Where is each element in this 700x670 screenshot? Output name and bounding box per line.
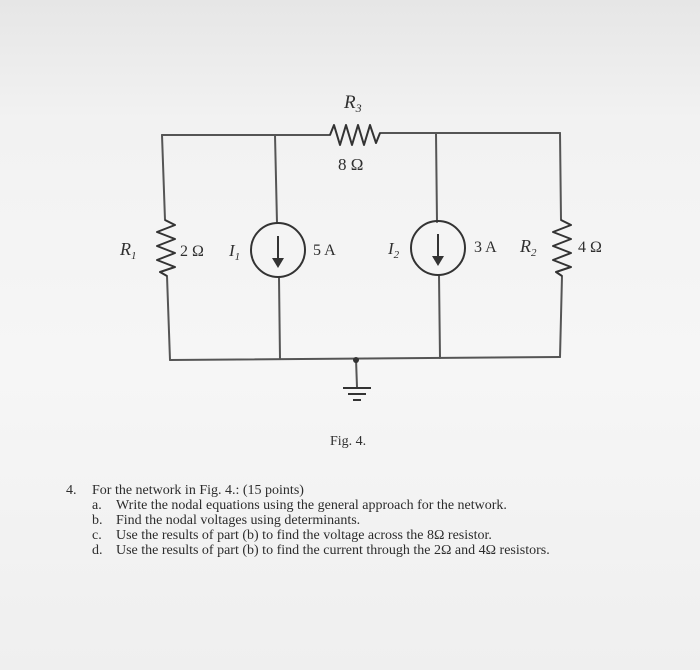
problem-part: d. Use the results of part (b) to find t…: [66, 543, 686, 558]
wire-i1-lower: [278, 277, 281, 360]
part-text: Write the nodal equations using the gene…: [116, 498, 507, 513]
i2-label: I2: [387, 239, 400, 261]
part-text: Use the results of part (b) to find the …: [116, 543, 550, 558]
wire-right-upper: [559, 132, 562, 221]
r2-resistor: [552, 219, 572, 277]
r3-value: 8 Ω: [338, 155, 363, 174]
part-letter: c.: [92, 528, 102, 543]
wire-bottom: [169, 356, 561, 361]
source2-value: 3 A: [474, 239, 497, 256]
r2-value: 4 Ω: [578, 239, 602, 256]
problem-intro: 4. For the network in Fig. 4.: (15 point…: [66, 483, 686, 498]
wire-right-lower: [559, 275, 563, 358]
wire-ground-lead: [355, 358, 358, 388]
problem-part: c. Use the results of part (b) to find t…: [66, 528, 686, 543]
circuit-diagram: R3 8 Ω R1 2 Ω I1 5 A I2 3 A R2 4 Ω Fig. …: [119, 92, 602, 449]
r1-label: R1: [119, 239, 137, 262]
part-letter: d.: [92, 543, 103, 558]
wire-left-lower: [166, 275, 171, 361]
wire-left-upper: [161, 134, 166, 221]
problem-part: a. Write the nodal equations using the g…: [66, 498, 686, 513]
i1-label: I1: [228, 241, 240, 263]
wire-i2-upper: [435, 132, 438, 223]
ground-icon: [343, 387, 371, 401]
part-letter: a.: [92, 498, 102, 513]
wire-i2-lower: [438, 274, 441, 359]
figure-caption: Fig. 4.: [330, 434, 366, 449]
source1-value: 5 A: [313, 242, 336, 259]
r1-value: 2 Ω: [180, 243, 204, 260]
r3-resistor: [329, 124, 381, 146]
part-letter: b.: [92, 513, 103, 528]
problem-part: b. Find the nodal voltages using determi…: [66, 513, 686, 528]
current-source-5a: [250, 222, 306, 278]
ground-node-dot: [353, 357, 359, 363]
wire-i1-upper: [274, 134, 278, 224]
problem-number: 4.: [66, 483, 77, 498]
current-source-3a: [410, 220, 466, 276]
problem-intro-text: For the network in Fig. 4.: (15 points): [92, 483, 304, 498]
problem-statement: 4. For the network in Fig. 4.: (15 point…: [66, 483, 686, 558]
r1-resistor: [156, 219, 176, 277]
r3-label: R3: [343, 92, 362, 115]
r2-label: R2: [519, 236, 537, 259]
part-text: Use the results of part (b) to find the …: [116, 528, 492, 543]
part-text: Find the nodal voltages using determinan…: [116, 513, 361, 528]
